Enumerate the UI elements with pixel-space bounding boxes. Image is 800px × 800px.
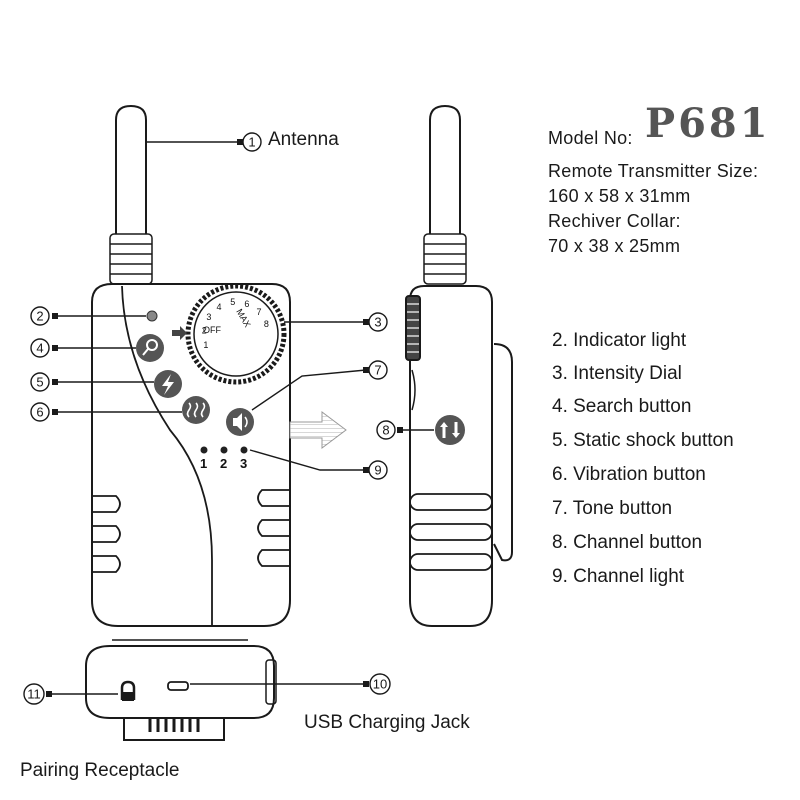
spec-line-3: Rechiver Collar: xyxy=(548,211,681,231)
side-antenna xyxy=(429,104,461,250)
vibration-button[interactable] xyxy=(182,396,210,424)
badge-6: 6 xyxy=(30,402,50,422)
badge-9: 9 xyxy=(368,460,388,480)
spec-line-4: 70 x 38 x 25mm xyxy=(548,236,681,256)
badge-8: 8 xyxy=(376,420,396,440)
collar-side-cap xyxy=(265,659,277,705)
channel-light-label-1: 1 xyxy=(200,456,207,471)
lightning-icon xyxy=(162,374,174,395)
spec-line-2: 160 x 58 x 31mm xyxy=(548,186,691,206)
spec-line-1: Remote Transmitter Size: xyxy=(548,161,759,181)
badge-4: 4 xyxy=(30,338,50,358)
legend-item: 7. Tone button xyxy=(552,498,673,519)
dial-tick-label: 3 xyxy=(206,312,211,322)
tone-button[interactable] xyxy=(226,408,254,436)
antenna xyxy=(115,104,147,250)
dial-off-label: OFF xyxy=(203,325,221,335)
dial-tick-label: 7 xyxy=(256,307,261,317)
side-view-arrow-icon xyxy=(289,411,347,449)
svg-text:4: 4 xyxy=(36,341,43,356)
vibration-icon xyxy=(186,402,206,418)
channel-lights: 1 2 3 xyxy=(200,446,248,471)
svg-text:10: 10 xyxy=(373,677,387,692)
search-icon xyxy=(142,339,158,356)
grip-curve xyxy=(121,285,213,626)
dial-tick-label: 6 xyxy=(244,299,249,309)
leader-lines xyxy=(50,141,434,695)
svg-text:6: 6 xyxy=(36,405,43,420)
static-shock-button[interactable] xyxy=(154,370,182,398)
svg-text:1: 1 xyxy=(248,135,255,150)
side-grip xyxy=(409,493,493,571)
side-body xyxy=(409,285,493,627)
antenna-base xyxy=(109,233,153,285)
speaker-icon xyxy=(233,413,248,431)
svg-text:5: 5 xyxy=(36,375,43,390)
channel-light-label-3: 3 xyxy=(240,456,247,471)
antenna-label: Antenna xyxy=(268,129,339,150)
badge-1: 1 xyxy=(242,132,262,152)
pairing-receptacle-icon xyxy=(120,680,136,701)
svg-text:9: 9 xyxy=(374,463,381,478)
leader-ends xyxy=(46,139,403,697)
svg-text:11: 11 xyxy=(27,687,41,702)
side-antenna-base xyxy=(423,233,467,285)
svg-text:7: 7 xyxy=(374,363,381,378)
legend-item: 2. Indicator light xyxy=(552,330,687,351)
dial-arrow-icon xyxy=(172,326,187,340)
legend-item: 9. Channel light xyxy=(552,566,685,587)
dial-tick-label: 5 xyxy=(230,297,235,307)
legend-item: 5. Static shock button xyxy=(552,430,734,451)
legend-item: 4. Search button xyxy=(552,396,692,417)
svg-text:8: 8 xyxy=(382,423,389,438)
right-grip xyxy=(257,489,290,567)
dial-tick-label: 2 xyxy=(202,326,207,336)
badge-5: 5 xyxy=(30,372,50,392)
dial-tick-label: 1 xyxy=(203,340,208,350)
badge-3: 3 xyxy=(368,312,388,332)
svg-text:2: 2 xyxy=(36,309,43,324)
model-prefix: Model No: xyxy=(548,128,633,148)
legend-item: 6. Vibration button xyxy=(552,464,706,485)
collar-receiver xyxy=(85,639,277,741)
legend-item: 8. Channel button xyxy=(552,532,703,553)
badge-10: 10 xyxy=(369,673,391,695)
side-transmitter xyxy=(405,104,513,627)
dial-tick-label: 4 xyxy=(216,302,221,312)
indicator-light xyxy=(146,310,158,322)
channel-light-label-2: 2 xyxy=(220,456,227,471)
belt-clip xyxy=(493,343,513,562)
swap-arrows-icon xyxy=(440,422,460,438)
left-grip xyxy=(92,495,121,573)
channel-button[interactable] xyxy=(435,415,465,445)
badge-7: 7 xyxy=(368,360,388,380)
svg-text:3: 3 xyxy=(374,315,381,330)
model-number: P681 xyxy=(645,100,771,147)
search-button[interactable] xyxy=(136,334,164,362)
usb-jack xyxy=(167,681,189,691)
badge-11: 11 xyxy=(23,683,45,705)
usb-charging-jack-label: USB Charging Jack xyxy=(304,712,470,733)
badge-2: 2 xyxy=(30,306,50,326)
dial-tick-label: 8 xyxy=(264,319,269,329)
legend-item: 3. Intensity Dial xyxy=(552,363,682,384)
pairing-receptacle-label: Pairing Receptacle xyxy=(20,760,180,781)
